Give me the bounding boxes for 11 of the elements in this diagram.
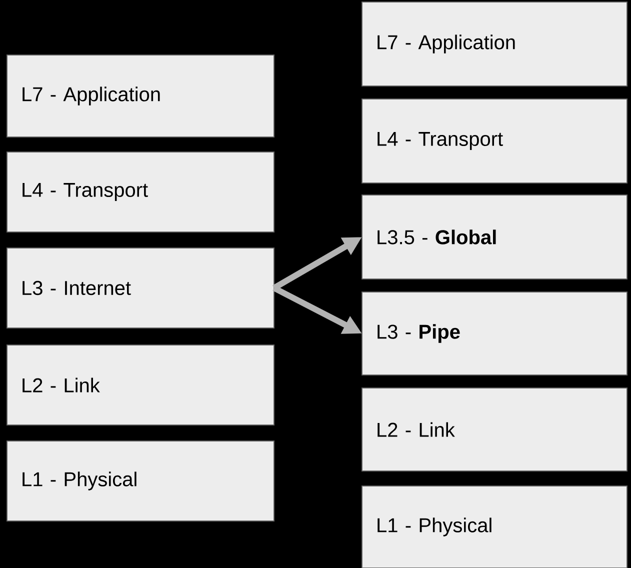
layer-box: L3 - Internet: [6, 248, 274, 328]
layer-box: L1 - Physical: [6, 440, 274, 522]
layer-box: L4 - Transport: [6, 152, 274, 232]
layer-box: L2 - Link: [362, 388, 628, 472]
layer-box: L3 - Pipe: [362, 292, 628, 376]
layer-box: L1 - Physical: [362, 486, 628, 568]
layer-box: L7 - Application: [6, 54, 274, 138]
layer-box: L3.5 - Global: [362, 194, 628, 280]
layer-box: L7 - Application: [362, 2, 628, 86]
layer-box: L2 - Link: [6, 344, 274, 426]
layer-box: L4 - Transport: [362, 98, 628, 184]
